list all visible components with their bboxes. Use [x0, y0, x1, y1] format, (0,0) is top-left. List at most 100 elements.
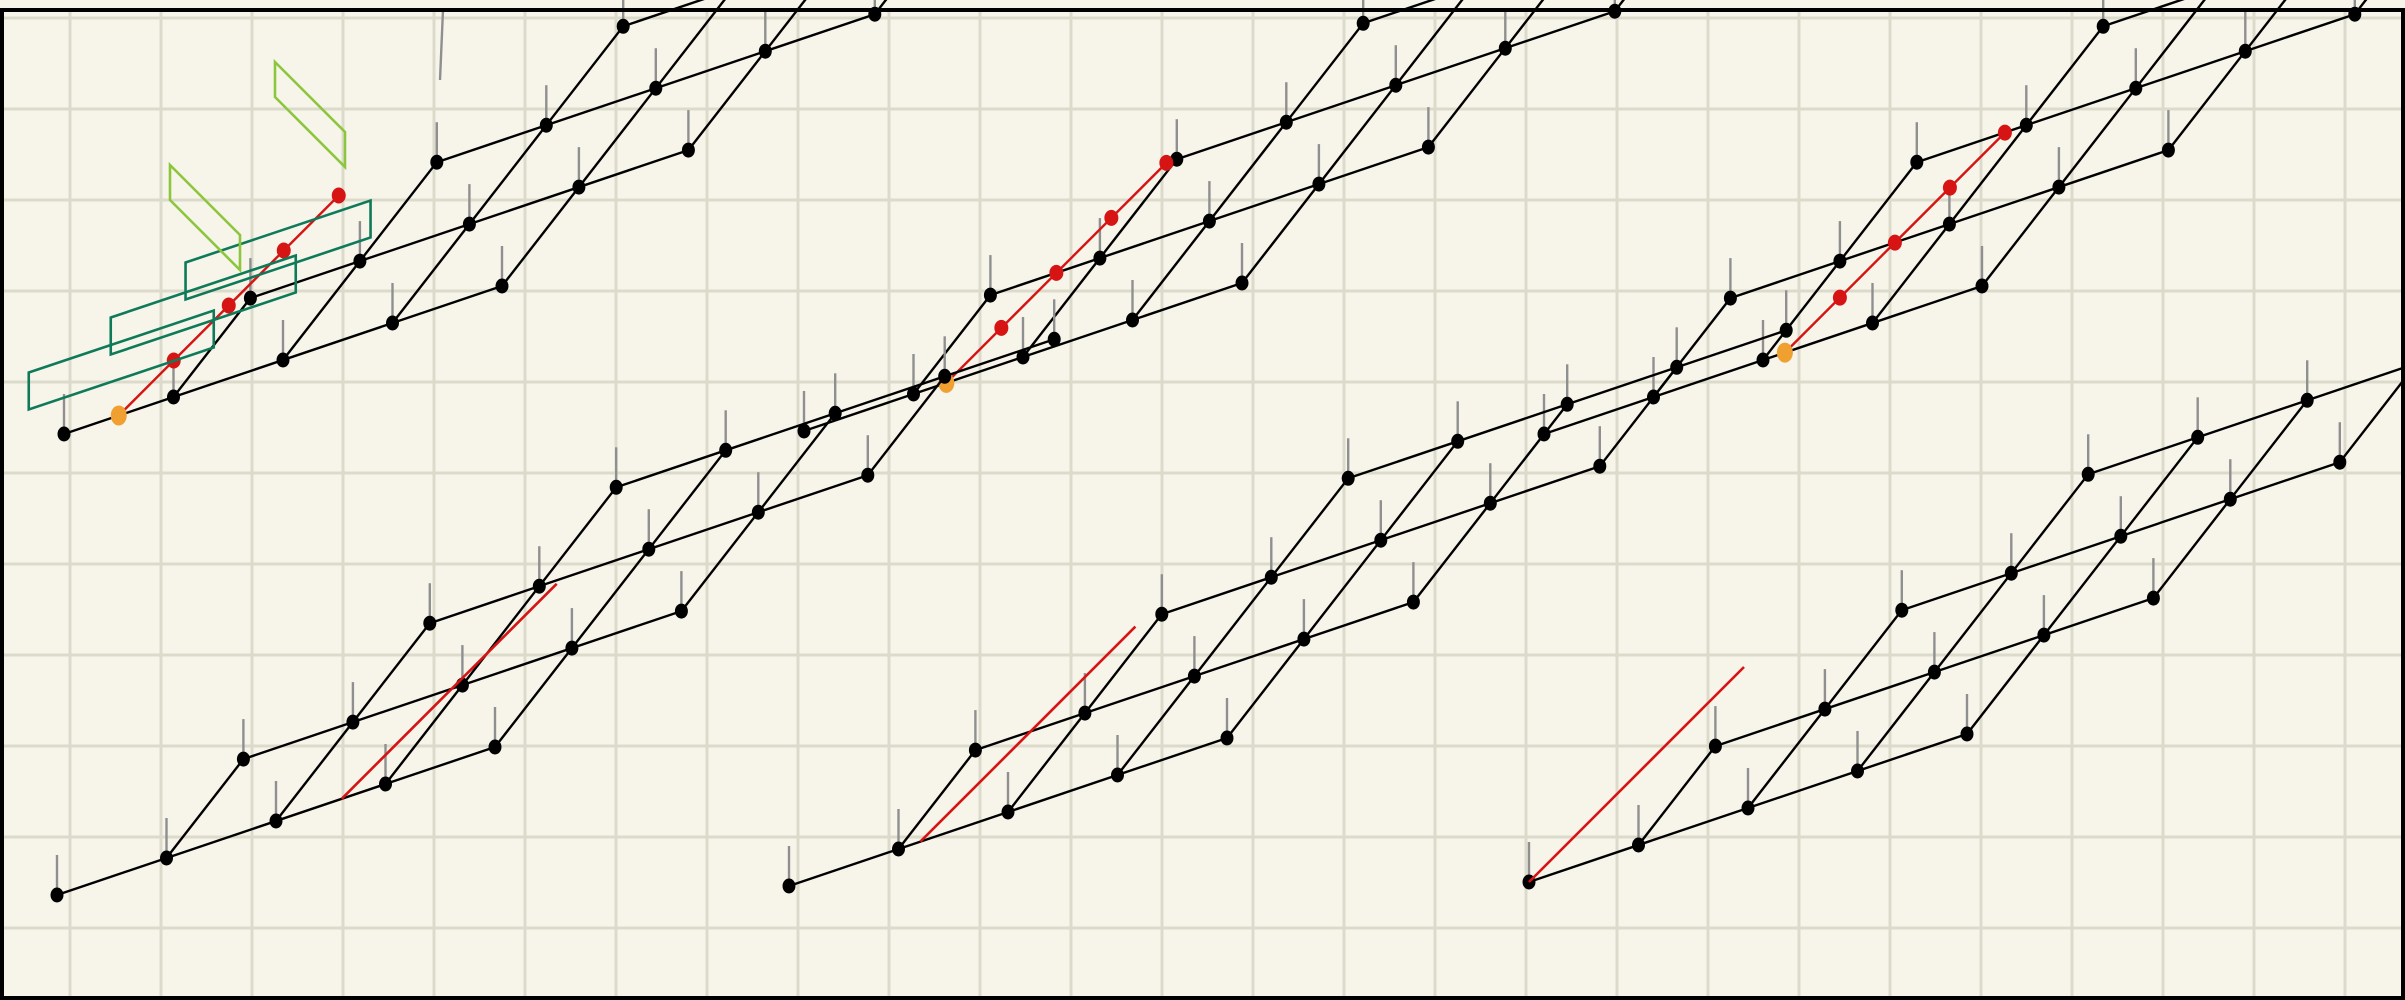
- lattice-node: [2081, 466, 2095, 482]
- lattice-rung: [1871, 223, 1951, 324]
- lattice-rung: [165, 758, 245, 859]
- lattice-node: [2129, 80, 2143, 96]
- figure-border: [0, 8, 2405, 1000]
- lattice-rung: [1762, 260, 1841, 361]
- lattice-rung: [545, 25, 625, 126]
- lattice-node: [1960, 726, 1974, 742]
- lattice-node: [892, 841, 905, 857]
- lattice-node: [1202, 213, 1216, 229]
- lattice-node: [269, 813, 283, 829]
- lattice-rung: [2010, 473, 2090, 574]
- lattice-rung: [680, 511, 760, 612]
- lattice-rung: [687, 50, 767, 151]
- lattice-node: [236, 751, 250, 767]
- lattice-rung: [1302, 539, 1382, 640]
- lattice-node: [2333, 454, 2347, 470]
- background-grid: [2, 10, 2403, 998]
- lattice-rung: [538, 486, 618, 587]
- lattice-rung: [2025, 25, 2105, 126]
- lattice-rung: [1966, 634, 2045, 735]
- lattice-panels: [27, 0, 2405, 903]
- lattice-node: [495, 278, 509, 294]
- lattice-node: [609, 479, 623, 495]
- lattice-rung: [912, 294, 992, 395]
- lattice-rung: [1116, 675, 1196, 776]
- lattice-panel-top-middle: [797, 0, 1626, 439]
- lattice-node: [1341, 470, 1355, 486]
- lattice-rung: [2244, 0, 2287, 52]
- lattice-rung: [1504, 0, 1545, 49]
- lattice-rung: [2057, 87, 2137, 188]
- lattice-node: [1187, 668, 1201, 684]
- path-node: [1942, 179, 1957, 196]
- lattice-node: [642, 541, 656, 557]
- lattice-node: [751, 504, 765, 520]
- lattice-node: [1851, 763, 1864, 779]
- lattice-rung: [1270, 477, 1350, 578]
- lattice-panel-bottom-right: [1522, 360, 2405, 890]
- lattice-node: [1632, 837, 1645, 853]
- start-node: [110, 405, 127, 426]
- lattice-rung: [1598, 366, 1678, 467]
- lattice-rung: [1379, 440, 1459, 541]
- lattice-rung: [1317, 84, 1397, 185]
- path-node: [221, 297, 236, 314]
- lattice-rung: [461, 585, 541, 686]
- lattice-node: [907, 386, 920, 402]
- lattice-node: [1779, 322, 1793, 338]
- lattice-node: [1866, 315, 1879, 331]
- lattice-rung: [1007, 712, 1086, 813]
- lattice-node: [1498, 40, 1512, 56]
- lattice-rung: [570, 548, 650, 649]
- lattice-panel-top-left: [27, 0, 888, 442]
- lattice-rung: [1856, 671, 1936, 772]
- lattice-node: [488, 739, 502, 755]
- lattice-node: [2146, 590, 2160, 606]
- lattice-rung: [1489, 403, 1569, 504]
- lattice-rung: [2042, 535, 2122, 636]
- lattice-node: [674, 603, 688, 619]
- lattice-rung: [1208, 121, 1288, 222]
- lattice-node: [1093, 250, 1107, 266]
- lattice-node: [983, 287, 997, 303]
- lattice-node: [2019, 117, 2033, 133]
- lattice-chain: [2087, 365, 2405, 476]
- lattice-rung: [1193, 576, 1273, 677]
- lattice-node: [861, 467, 875, 483]
- lattice-node: [1155, 606, 1169, 622]
- lattice-rung: [2134, 0, 2206, 89]
- lattice-rung: [897, 749, 977, 850]
- lattice-rung: [1948, 124, 2028, 225]
- lattice-node: [1264, 569, 1278, 585]
- lattice-node: [616, 18, 630, 34]
- lattice-node: [1421, 139, 1435, 155]
- lattice-node: [2191, 429, 2205, 445]
- lattice-node: [243, 290, 257, 306]
- lattice-node: [1833, 253, 1847, 269]
- lattice-node: [1741, 800, 1755, 816]
- lattice-rung: [2229, 399, 2309, 500]
- lattice-node: [797, 423, 811, 439]
- path-node: [1887, 234, 1902, 251]
- path-node: [1104, 209, 1119, 226]
- lattice-rung: [1083, 613, 1163, 714]
- lattice-node: [1756, 352, 1770, 368]
- lattice-rung: [1022, 257, 1101, 358]
- lattice-node: [1560, 396, 1574, 412]
- lattice-node: [1975, 278, 1989, 294]
- lattice-chain: [622, 0, 705, 28]
- lattice-rung: [391, 223, 471, 324]
- lattice-rung: [873, 0, 888, 15]
- lattice-node: [1910, 154, 1924, 170]
- path-node: [1049, 264, 1064, 281]
- lattice-node: [1723, 290, 1737, 306]
- lattice-node: [167, 389, 180, 405]
- cut-line: [1528, 666, 1745, 883]
- lattice-node: [1220, 730, 1234, 746]
- lattice-node: [386, 315, 399, 331]
- lattice-rung: [1394, 0, 1464, 86]
- lattice-rung: [1285, 22, 1365, 123]
- lattice-rung: [757, 412, 837, 513]
- lattice-rung: [1241, 183, 1320, 284]
